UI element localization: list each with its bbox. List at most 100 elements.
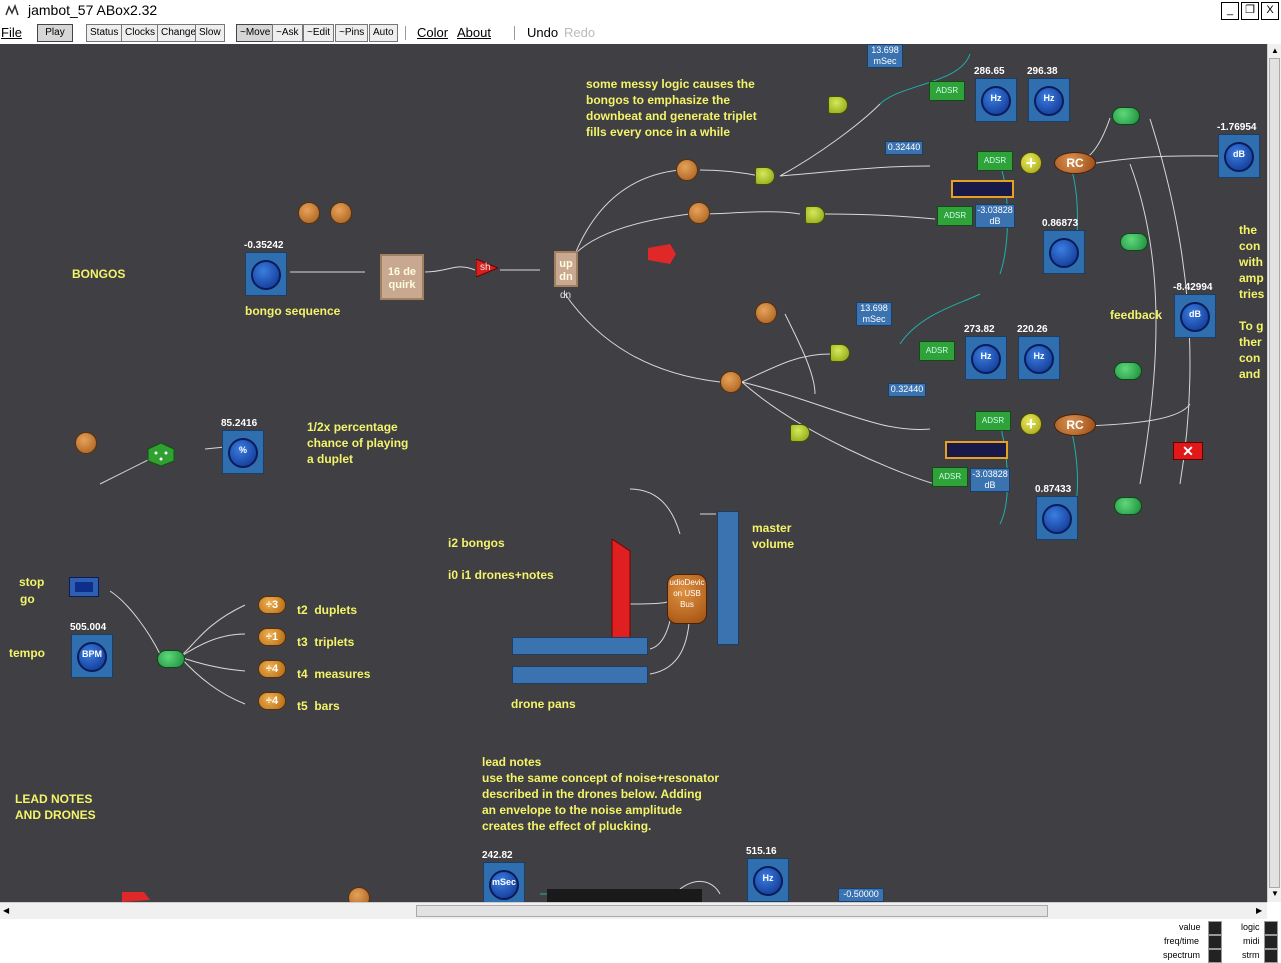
scroll-up-icon[interactable]: ▲	[1271, 46, 1279, 55]
probe-icon[interactable]	[648, 244, 676, 264]
patch-canvas[interactable]: BONGOS bongo sequence some messy logic c…	[0, 44, 1267, 902]
pins-button[interactable]: ~Pins	[335, 24, 369, 42]
legend-swatch	[1208, 935, 1222, 949]
go-label: go	[20, 592, 35, 606]
msec-value-1[interactable]: 13.698 mSec	[867, 44, 903, 68]
auto-button[interactable]: Auto	[369, 24, 398, 42]
value-neg-half[interactable]: -0.50000	[838, 888, 884, 902]
stereo-mixer-node[interactable]	[610, 539, 632, 651]
scroll-left-icon[interactable]: ◀	[3, 906, 10, 915]
menu-undo[interactable]: Undo	[527, 25, 559, 40]
menu-separator	[514, 26, 515, 40]
abs-node[interactable]	[688, 202, 710, 224]
adsr-node[interactable]: ADSR	[977, 151, 1013, 171]
menu-color[interactable]: Color	[417, 25, 449, 40]
drone-pan-slider-2[interactable]	[512, 666, 648, 684]
right-comment: the con with amp tries To g ther con and	[1239, 223, 1265, 381]
quirk-node[interactable]: 16 de quirk	[380, 254, 424, 300]
clocks-button[interactable]: Clocks	[121, 24, 160, 42]
abs-node[interactable]	[75, 432, 97, 454]
divide-4-node[interactable]: ÷4	[258, 692, 286, 710]
plus-node[interactable]: +	[1020, 413, 1042, 435]
stop-go-button[interactable]	[69, 577, 99, 597]
drone-pans-label: drone pans	[511, 697, 576, 711]
and-gate[interactable]	[805, 206, 825, 224]
and-gate[interactable]	[755, 167, 775, 185]
probe-icon[interactable]	[122, 892, 150, 902]
updn-node[interactable]: up dn	[554, 251, 578, 287]
divide-1-node[interactable]: ÷1	[258, 628, 286, 646]
close-button[interactable]: X	[1261, 2, 1279, 20]
vertical-scrollbar[interactable]: ▲ ▼	[1267, 44, 1281, 902]
and-gate[interactable]	[790, 424, 810, 442]
maximize-button[interactable]: ❐	[1241, 2, 1259, 20]
audio-device-node[interactable]: udioDevic on USB Bus	[667, 574, 707, 624]
menu-about[interactable]: About	[457, 25, 491, 40]
edit-button[interactable]: ~Edit	[303, 24, 335, 42]
rc-filter-node[interactable]: RC	[1054, 414, 1096, 436]
slow-button[interactable]: Slow	[195, 24, 225, 42]
resonance-knob-2[interactable]: 0.87433	[1035, 484, 1078, 540]
rc-filter-node[interactable]: RC	[1054, 152, 1096, 174]
status-button[interactable]: Status	[86, 24, 123, 42]
abs-node[interactable]	[720, 371, 742, 393]
feedback-label: feedback	[1110, 308, 1163, 322]
master-volume-fader[interactable]	[717, 511, 739, 645]
bongo-sequence-knob[interactable]: -0.35242	[244, 240, 287, 296]
wave-node[interactable]	[1120, 233, 1148, 251]
value-032440-2[interactable]: 0.32440	[888, 383, 926, 397]
minimize-button[interactable]: _	[1221, 2, 1239, 20]
scroll-down-icon[interactable]: ▼	[1271, 889, 1279, 898]
adsr-node[interactable]: ADSR	[975, 411, 1011, 431]
sh-node[interactable]	[476, 259, 498, 277]
change-button[interactable]: Change	[157, 24, 201, 42]
dice-icon[interactable]	[146, 441, 176, 467]
menu-file[interactable]: File	[1, 25, 22, 40]
wave-node[interactable]	[1114, 497, 1142, 515]
ask-button[interactable]: ~Ask	[272, 24, 303, 42]
adsr-node[interactable]: ADSR	[919, 341, 955, 361]
resonance-knob-1[interactable]: 0.86873	[1042, 218, 1085, 274]
vertical-scroll-thumb[interactable]	[1269, 58, 1280, 888]
drone-pan-slider-1[interactable]	[512, 637, 648, 655]
db-value-2[interactable]: -3.03828 dB	[970, 468, 1010, 492]
horizontal-scrollbar[interactable]: ◀ ▶	[0, 902, 1267, 919]
wave-node[interactable]	[1112, 107, 1140, 125]
adsr-node[interactable]: ADSR	[932, 467, 968, 487]
legend-midi: midi	[1243, 936, 1260, 946]
menu-redo[interactable]: Redo	[564, 25, 596, 40]
msec-value-2[interactable]: 13.698 mSec	[856, 302, 892, 326]
move-button[interactable]: ~Move	[236, 24, 275, 42]
db-value-1[interactable]: -3.03828 dB	[975, 204, 1015, 228]
abs-node[interactable]	[755, 302, 777, 324]
red-x-node[interactable]: ✕	[1173, 442, 1203, 460]
clock-node[interactable]	[157, 650, 185, 668]
abs-node[interactable]	[330, 202, 352, 224]
abs-node[interactable]	[348, 887, 370, 902]
divide-4-node[interactable]: ÷4	[258, 660, 286, 678]
adsr-node[interactable]: ADSR	[929, 81, 965, 101]
wave-node[interactable]	[1114, 362, 1142, 380]
plus-node[interactable]: +	[1020, 152, 1042, 174]
and-gate[interactable]	[830, 344, 850, 362]
abs-node[interactable]	[298, 202, 320, 224]
adsr-node[interactable]: ADSR	[937, 206, 973, 226]
and-gate[interactable]	[828, 96, 848, 114]
horizontal-scroll-thumb[interactable]	[416, 905, 1048, 917]
value-032440-1[interactable]: 0.32440	[885, 141, 923, 155]
scroll-right-icon[interactable]: ▶	[1256, 906, 1263, 915]
abs-node[interactable]	[676, 159, 698, 181]
i0-i1-label: i0 i1 drones+notes	[448, 568, 554, 582]
percent-knob[interactable]: 85.2416%	[221, 418, 264, 474]
divide-3-node[interactable]: ÷3	[258, 596, 286, 614]
play-button[interactable]: Play	[37, 24, 73, 42]
